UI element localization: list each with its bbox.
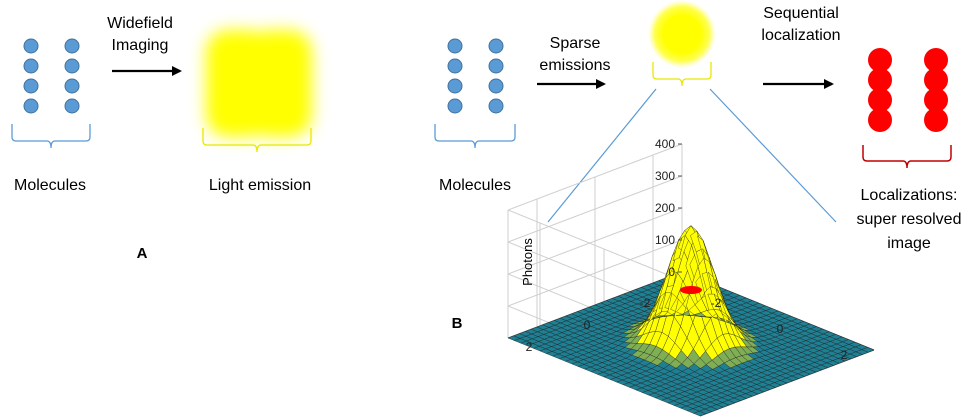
molecule-dot: [64, 78, 80, 94]
z-tick-label: 200: [655, 201, 675, 215]
molecule-grid-a: [23, 38, 80, 114]
emission-brace-b: [652, 62, 712, 87]
z-axis-label: Photons: [520, 238, 535, 286]
localization-dot: [868, 68, 892, 92]
panel-letter-b: B: [452, 315, 463, 332]
x-tick-label: 0: [777, 322, 784, 336]
arrow-label-b2-line1: Sequential: [763, 5, 839, 22]
molecule-grid-b: [447, 38, 504, 114]
y-axis-ticks: 2 0 -2: [526, 296, 651, 354]
psf-surface-plot: 0 100 200 300 400 -2 0 2 2 0 -2 Photons: [507, 137, 875, 417]
y-tick-label: 0: [584, 318, 591, 332]
z-axis-ticks: 0 100 200 300 400: [655, 137, 682, 279]
molecule-dot: [23, 38, 39, 54]
molecule-dot: [64, 58, 80, 74]
x-tick-label: 2: [841, 348, 848, 362]
molecule-dot: [23, 78, 39, 94]
emission-brace-a: [202, 128, 312, 153]
arrow-label-b1-line1: Sparse: [550, 35, 601, 52]
single-emission-blob: [648, 0, 716, 68]
psf-surface: [622, 225, 760, 370]
molecule-dot: [488, 38, 504, 54]
zoom-line-left: [547, 88, 657, 223]
molecule-dot: [64, 98, 80, 114]
light-emission-blob: [206, 30, 312, 137]
arrow-label-a-line2: Imaging: [112, 37, 169, 54]
panel-b: Molecules Sparse emissions Sequential lo…: [434, 0, 962, 332]
y-tick-label: -2: [640, 296, 651, 310]
molecule-dot: [488, 78, 504, 94]
localization-brace: [862, 145, 952, 169]
panel-letter-a: A: [137, 245, 148, 262]
molecule-brace-b: [434, 124, 516, 149]
z-tick-label: 0: [668, 265, 675, 279]
localization-dot: [924, 88, 948, 112]
localization-dot: [868, 88, 892, 112]
light-emission-label: Light emission: [209, 177, 311, 194]
z-tick-label: 300: [655, 169, 675, 183]
plot-floor: [507, 271, 875, 417]
result-label-line2: super resolved: [857, 211, 962, 228]
molecule-dot: [488, 58, 504, 74]
localization-dot: [868, 108, 892, 132]
zoom-line-right: [709, 88, 837, 223]
molecule-brace-a: [11, 124, 91, 149]
molecule-dot: [447, 78, 463, 94]
y-tick-label: 2: [526, 340, 533, 354]
molecule-dot: [23, 58, 39, 74]
surface-cell: [745, 335, 759, 342]
plot-grid-line: [507, 175, 683, 243]
localization-dot: [868, 48, 892, 72]
arrow-label-b1-line2: emissions: [539, 57, 610, 74]
surface-cell: [861, 347, 875, 353]
result-label-line1: Localizations:: [861, 187, 958, 204]
localization-dot: [924, 68, 948, 92]
result-label-line3: image: [887, 235, 931, 252]
molecule-dot: [447, 38, 463, 54]
plot-grid-line: [507, 207, 683, 275]
z-tick-label: 400: [655, 137, 675, 151]
molecule-dot: [447, 98, 463, 114]
molecule-dot: [447, 58, 463, 74]
surface-cell: [746, 346, 760, 354]
molecule-dot: [488, 98, 504, 114]
localized-peak: [680, 286, 702, 294]
x-axis-ticks: -2 0 2: [711, 296, 848, 362]
arrow-label-a-line1: Widefield: [107, 15, 173, 32]
localization-dot: [924, 48, 948, 72]
localization-dot: [924, 108, 948, 132]
z-tick-label: 100: [655, 233, 675, 247]
x-tick-label: -2: [711, 296, 722, 310]
panel-a: Molecules Widefield Imaging Light emissi…: [11, 15, 312, 262]
molecule-dot: [23, 98, 39, 114]
surface-cell: [741, 354, 755, 362]
plot-grid-line: [507, 239, 683, 307]
localization-grid: [868, 48, 948, 132]
arrow-label-b2-line2: localization: [761, 27, 840, 44]
molecules-label-b: Molecules: [439, 177, 511, 194]
molecules-label-a: Molecules: [14, 177, 86, 194]
molecule-dot: [64, 38, 80, 54]
